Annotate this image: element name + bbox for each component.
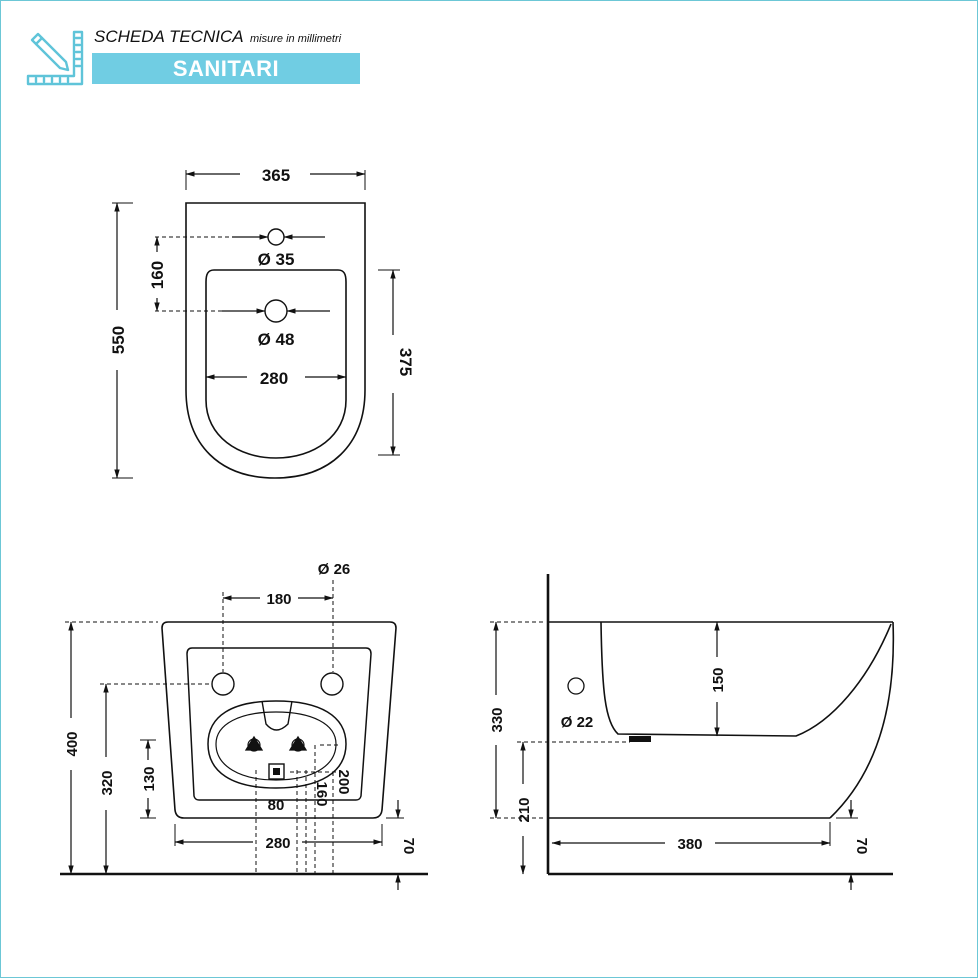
side-tap-hole — [567, 677, 585, 695]
dim-bowl-width: 280 — [260, 369, 288, 388]
dim-bowl-height: 150 — [710, 667, 727, 692]
top-view-outline — [185, 202, 366, 479]
rear-view — [60, 580, 428, 890]
dim-side-tap-hole: Ø 22 — [561, 714, 594, 731]
dim-side-floor-gap: 70 — [853, 838, 870, 855]
dim-side-height: 330 — [489, 707, 506, 732]
dim-outlet-depth: 200 — [335, 769, 352, 794]
side-front-curve — [829, 621, 895, 819]
rear-view-cavity — [207, 700, 347, 789]
category-banner: SANITARI — [92, 53, 360, 84]
units-note: misure in millimetri — [250, 33, 342, 45]
dim-fixing-height: 320 — [99, 770, 116, 795]
side-bowl — [600, 621, 892, 737]
top-view — [112, 170, 400, 479]
dim-bottom-width: 280 — [265, 835, 290, 852]
outlet-square — [268, 763, 285, 780]
dim-inlet-height: 130 — [141, 766, 158, 791]
rear-view-spout — [261, 700, 293, 731]
top-view-bowl — [205, 269, 347, 459]
dim-fixing-spacing: 180 — [266, 591, 291, 608]
side-view — [490, 574, 895, 890]
sheet-title: SCHEDA TECNICA misure in millimetri — [94, 27, 341, 47]
dim-bowl-depth: 375 — [396, 348, 415, 376]
inlet-right — [288, 735, 308, 751]
dim-side-depth: 380 — [677, 836, 702, 853]
ruler-pencil-icon — [26, 30, 84, 86]
dim-outlet-width: 80 — [268, 797, 285, 814]
dim-top-depth: 550 — [109, 326, 128, 354]
side-outlet — [629, 736, 651, 742]
fixing-hole-right — [320, 672, 344, 696]
dim-fixing-hole: Ø 26 — [318, 561, 351, 578]
tap-hole-circle — [267, 228, 285, 246]
dim-rear-height: 400 — [64, 731, 81, 756]
drain-hole-circle — [264, 299, 288, 323]
dim-outlet-height: 160 — [313, 781, 330, 806]
fixing-hole-left — [211, 672, 235, 696]
rear-view-cavity-inner — [215, 711, 337, 781]
sheet-title-text: SCHEDA TECNICA — [94, 27, 244, 46]
inlet-left — [244, 735, 264, 751]
rear-view-outline — [161, 621, 397, 819]
dim-top-width: 365 — [262, 166, 290, 185]
dim-tap-offset: 160 — [148, 261, 167, 289]
rear-view-inner-frame — [186, 647, 372, 801]
dim-side-outlet-height: 210 — [516, 797, 533, 822]
dim-rear-floor-gap: 70 — [400, 838, 417, 855]
dim-tap-hole: Ø 35 — [258, 250, 295, 269]
dim-drain-hole: Ø 48 — [258, 330, 295, 349]
